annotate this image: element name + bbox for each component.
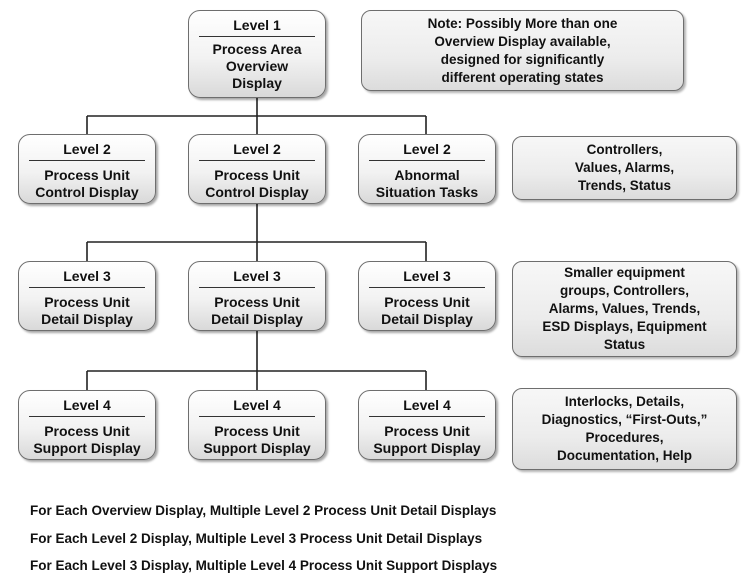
level3-box-3: Level 3 Process Unit Detail Display [358, 261, 496, 331]
level2-label: Process Unit Control Display [205, 167, 309, 200]
level4-box-1: Level 4 Process Unit Support Display [18, 390, 156, 460]
level3-label: Process Unit Detail Display [211, 294, 303, 327]
level3-note: Smaller equipment groups, Controllers, A… [512, 261, 737, 357]
level3-heading: Level 3 [28, 268, 146, 288]
level4-note: Interlocks, Details, Diagnostics, “First… [512, 388, 737, 470]
level4-box-3: Level 4 Process Unit Support Display [358, 390, 496, 460]
level4-label: Process Unit Support Display [373, 423, 481, 456]
level4-box-2: Level 4 Process Unit Support Display [188, 390, 326, 460]
level3-box-1: Level 3 Process Unit Detail Display [18, 261, 156, 331]
footer-line-1: For Each Overview Display, Multiple Leve… [30, 503, 497, 518]
level3-heading: Level 3 [198, 268, 316, 288]
level2-note: Controllers, Values, Alarms, Trends, Sta… [512, 136, 737, 200]
level3-box-2: Level 3 Process Unit Detail Display [188, 261, 326, 331]
level4-heading: Level 4 [198, 397, 316, 417]
level2-box-1: Level 2 Process Unit Control Display [18, 134, 156, 204]
level2-heading: Level 2 [198, 141, 316, 161]
level2-label: Process Unit Control Display [35, 167, 139, 200]
level2-heading: Level 2 [368, 141, 486, 161]
level2-box-2: Level 2 Process Unit Control Display [188, 134, 326, 204]
level4-heading: Level 4 [368, 397, 486, 417]
level1-label: Process Area Overview Display [212, 41, 302, 91]
level2-label: Abnormal Situation Tasks [375, 167, 479, 200]
level4-label: Process Unit Support Display [33, 423, 141, 456]
level1-box: Level 1 Process Area Overview Display [188, 10, 326, 98]
footer-line-2: For Each Level 2 Display, Multiple Level… [30, 531, 483, 546]
level2-box-3: Level 2 Abnormal Situation Tasks [358, 134, 496, 204]
level3-heading: Level 3 [368, 268, 486, 288]
level1-heading: Level 1 [198, 17, 316, 37]
level4-heading: Level 4 [28, 397, 146, 417]
level3-label: Process Unit Detail Display [381, 294, 473, 327]
level4-label: Process Unit Support Display [203, 423, 311, 456]
level2-heading: Level 2 [28, 141, 146, 161]
footer-line-3: For Each Level 3 Display, Multiple Level… [30, 558, 498, 573]
level3-label: Process Unit Detail Display [41, 294, 133, 327]
overview-note: Note: Possibly More than one Overview Di… [361, 10, 684, 91]
